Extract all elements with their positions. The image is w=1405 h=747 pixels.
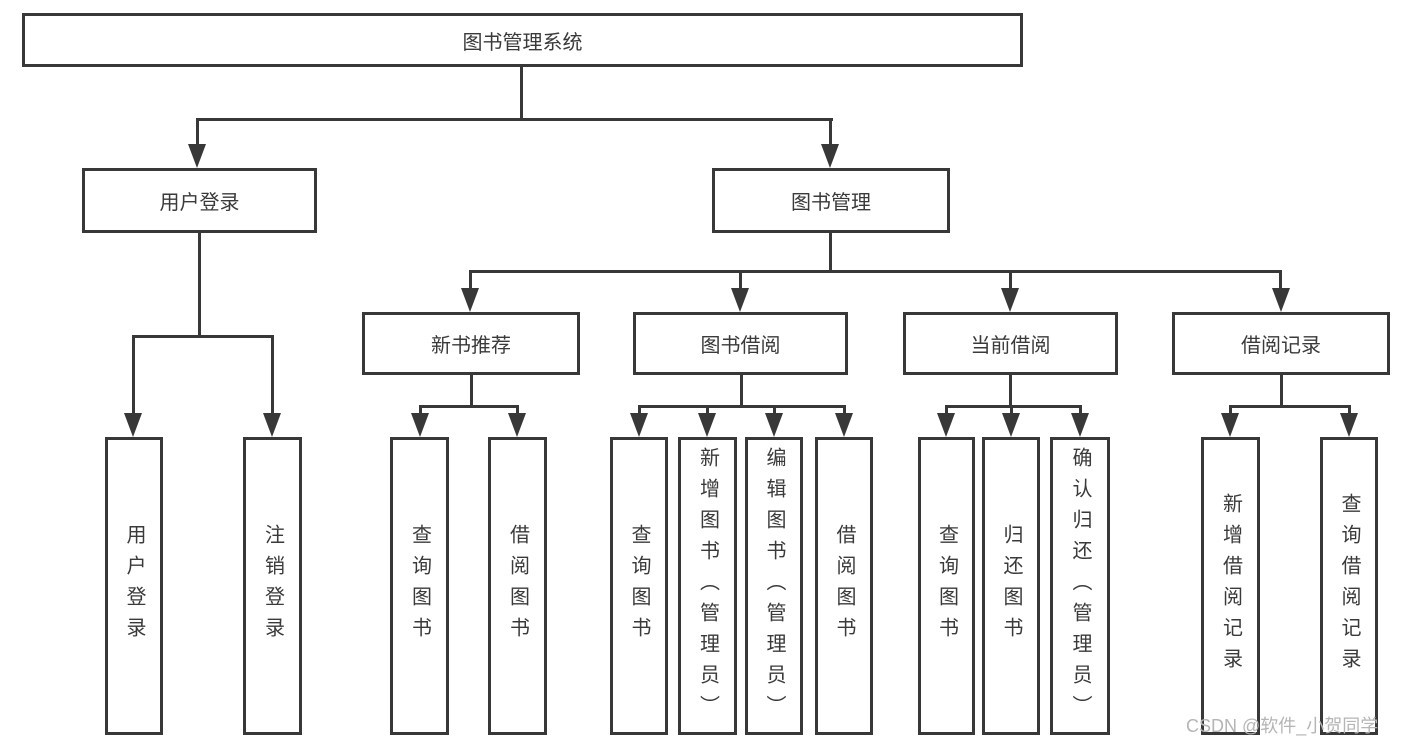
connector-line: [469, 270, 472, 292]
arrowhead-icon: [835, 413, 853, 437]
arrowhead-icon: [1340, 413, 1358, 437]
connector-line: [1010, 405, 1013, 417]
connector-line: [196, 118, 199, 148]
arrowhead-icon: [1002, 413, 1020, 437]
arrowhead-icon: [1272, 288, 1290, 312]
node-label: 图书管理系统: [462, 31, 583, 54]
leaf-add-book-admin: 新增图书（管理员）: [678, 437, 737, 735]
leaf-query-books-recommend: 查询图书: [390, 437, 449, 735]
node-label: 归还图书: [1000, 524, 1022, 648]
node-borrow-records: 借阅记录: [1172, 312, 1390, 375]
leaf-borrow-books: 借阅图书: [815, 437, 873, 735]
leaf-return-book: 归还图书: [982, 437, 1040, 735]
connector-line: [829, 118, 832, 148]
node-label: 查询图书: [935, 524, 958, 648]
arrowhead-icon: [263, 413, 281, 437]
arrowhead-icon: [698, 413, 716, 437]
leaf-query-borrow-record: 查询借阅记录: [1320, 437, 1378, 735]
connector-line: [638, 405, 846, 408]
node-label: 查询图书: [408, 524, 431, 648]
arrowhead-icon: [1221, 413, 1239, 437]
leaf-add-borrow-record: 新增借阅记录: [1201, 437, 1260, 735]
connector-line: [945, 405, 1082, 408]
arrowhead-icon: [188, 144, 206, 168]
connector-line: [739, 270, 742, 292]
arrowhead-icon: [411, 413, 429, 437]
connector-line: [469, 270, 1282, 273]
node-book-borrow: 图书借阅: [633, 312, 848, 375]
node-label: 图书借阅: [700, 335, 781, 357]
node-current-borrow: 当前借阅: [903, 312, 1118, 375]
node-label: 用户登录: [123, 524, 145, 648]
node-user-login: 用户登录: [82, 168, 317, 233]
connector-line: [198, 232, 201, 337]
connector-line: [1348, 405, 1351, 417]
arrowhead-icon: [821, 144, 839, 168]
leaf-user-login: 用户登录: [105, 437, 163, 735]
leaf-edit-book-admin: 编辑图书（管理员）: [745, 437, 803, 735]
node-label: 用户登录: [159, 192, 240, 214]
node-label: 查询借阅记录: [1338, 493, 1360, 679]
connector-line: [773, 405, 776, 417]
node-label: 注销登录: [261, 524, 284, 648]
node-label: 借阅图书: [506, 524, 529, 648]
node-label: 确认归还（管理员）: [1069, 446, 1091, 726]
node-label: 借阅图书: [833, 524, 855, 648]
node-label: 借阅记录: [1241, 335, 1321, 357]
connector-line: [1079, 405, 1082, 417]
connector-line: [843, 405, 846, 417]
connector-line: [1279, 270, 1282, 292]
node-label: 当前借阅: [970, 335, 1051, 357]
leaf-query-books-borrow: 查询图书: [610, 437, 668, 735]
node-label: 新增借阅记录: [1219, 493, 1242, 679]
arrowhead-icon: [461, 288, 479, 312]
connector-line: [638, 405, 641, 417]
arrowhead-icon: [630, 413, 648, 437]
arrowhead-icon: [731, 288, 749, 312]
arrowhead-icon: [508, 413, 526, 437]
connector-line: [470, 375, 473, 407]
connector-line: [829, 232, 832, 273]
arrowhead-icon: [937, 413, 955, 437]
arrowhead-icon: [124, 413, 142, 437]
connector-line: [945, 405, 948, 417]
connector-line: [1229, 405, 1351, 408]
node-label: 编辑图书（管理员）: [763, 446, 785, 726]
connector-line: [419, 405, 519, 408]
connector-line: [196, 118, 833, 121]
leaf-confirm-return-admin: 确认归还（管理员）: [1050, 437, 1110, 735]
node-new-book-recommend: 新书推荐: [362, 312, 580, 375]
arrowhead-icon: [765, 413, 783, 437]
connector-line: [706, 405, 709, 417]
arrowhead-icon: [1071, 413, 1089, 437]
leaf-borrow-books-recommend: 借阅图书: [488, 437, 547, 735]
connector-line: [419, 405, 422, 417]
connector-line: [740, 375, 743, 407]
connector-line: [1009, 375, 1012, 407]
connector-line: [132, 335, 135, 417]
node-label: 新书推荐: [431, 335, 511, 357]
connector-line: [132, 335, 274, 338]
node-label: 新增图书（管理员）: [696, 446, 719, 726]
connector-line: [1280, 375, 1283, 407]
node-library-management-system: 图书管理系统: [22, 13, 1023, 67]
node-book-management: 图书管理: [712, 168, 950, 233]
node-label: 查询图书: [628, 524, 650, 648]
connector-line: [516, 405, 519, 417]
node-label: 图书管理: [791, 192, 871, 214]
connector-line: [1229, 405, 1232, 417]
connector-line: [520, 67, 523, 121]
arrowhead-icon: [1001, 288, 1019, 312]
connector-line: [271, 335, 274, 417]
leaf-query-books-current: 查询图书: [918, 437, 975, 735]
watermark: CSDN @软件_小贺同学: [1186, 716, 1379, 736]
connector-line: [1009, 270, 1012, 292]
leaf-logout: 注销登录: [243, 437, 302, 735]
